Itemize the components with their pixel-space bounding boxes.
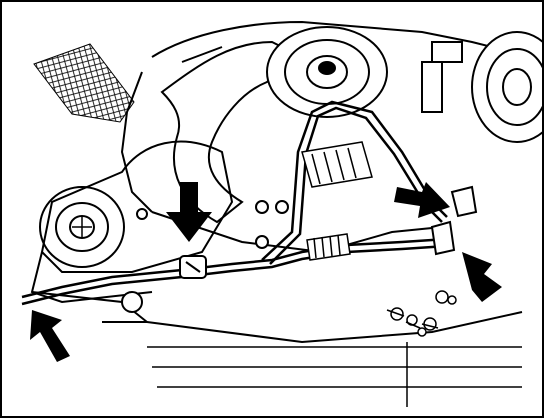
throttle-body: [39, 186, 125, 268]
arrow-up-right-bracket: [30, 310, 70, 362]
alternator-pulley: [471, 31, 542, 143]
air-filter-screen: [33, 43, 135, 123]
arrow-right-fitting: [394, 182, 450, 218]
fasteners: [386, 290, 457, 337]
water-pump-pulley: [266, 26, 388, 118]
intake-duct: [160, 40, 304, 224]
pipe-fitting: [430, 185, 478, 256]
fuel-line: [21, 100, 448, 306]
mounting-bracket: [421, 41, 463, 113]
oil-pan: [147, 342, 522, 407]
hose-clamp: [179, 255, 207, 279]
arrow-up-left-connector: [462, 252, 502, 302]
arrow-down-clamp: [166, 182, 212, 242]
corrugated-hose: [301, 141, 373, 261]
